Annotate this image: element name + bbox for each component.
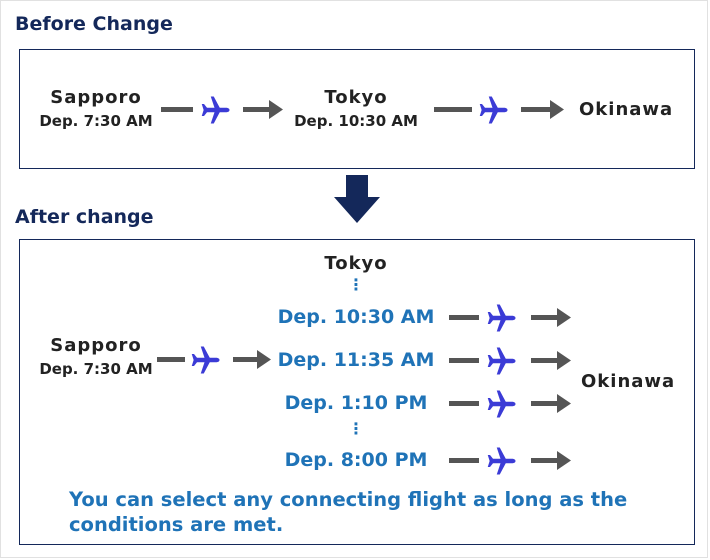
- after-origin-city: Sapporo: [50, 335, 142, 356]
- after-destination-city: Okinawa: [581, 371, 676, 392]
- before-connector-1: [161, 96, 283, 124]
- arrow-right-icon: [531, 451, 571, 470]
- departure-2: Dep. 11:35 AM: [277, 349, 435, 371]
- ellipsis-top: ⋮: [348, 275, 364, 294]
- before-via-dep: Dep. 10:30 AM: [294, 112, 418, 130]
- plane-icon: [191, 346, 220, 374]
- departure-3: Dep. 1:10 PM: [284, 392, 428, 414]
- departure-1: Dep. 10:30 AM: [277, 306, 435, 328]
- after-box: [19, 239, 695, 545]
- after-title: After change: [15, 206, 154, 228]
- ellipsis-bottom: ⋮: [348, 419, 364, 438]
- arrow-right-icon: [531, 351, 571, 370]
- connector-line: [161, 107, 193, 112]
- plane-icon: [479, 96, 508, 124]
- arrow-right-icon: [233, 350, 271, 369]
- departure-3-connector: [449, 390, 571, 418]
- arrow-right-icon: [521, 100, 564, 119]
- plane-icon: [487, 390, 516, 418]
- before-box: [19, 49, 695, 169]
- down-arrow-icon: [334, 175, 380, 223]
- conditions-note: You can select any connecting flight as …: [69, 488, 628, 536]
- departure-4-connector: [449, 447, 571, 475]
- departure-4: Dep. 8:00 PM: [284, 449, 428, 471]
- plane-icon: [201, 96, 230, 124]
- arrow-right-icon: [531, 308, 571, 327]
- plane-icon: [487, 347, 516, 375]
- before-origin-city: Sapporo: [50, 87, 142, 108]
- before-connector-2: [434, 96, 564, 124]
- after-origin-connector: [157, 346, 271, 374]
- arrow-right-icon: [243, 100, 283, 119]
- before-title: Before Change: [15, 13, 173, 35]
- after-origin-dep: Dep. 7:30 AM: [39, 360, 153, 378]
- connector-line: [434, 107, 472, 112]
- plane-icon: [487, 447, 516, 475]
- after-via-city: Tokyo: [324, 253, 388, 274]
- departure-2-connector: [449, 347, 571, 375]
- before-destination-city: Okinawa: [579, 99, 674, 120]
- departure-1-connector: [449, 304, 571, 332]
- arrow-right-icon: [531, 394, 571, 413]
- connector-line: [157, 357, 185, 362]
- before-origin-dep: Dep. 7:30 AM: [39, 112, 153, 130]
- plane-icon: [487, 304, 516, 332]
- before-via-city: Tokyo: [324, 87, 388, 108]
